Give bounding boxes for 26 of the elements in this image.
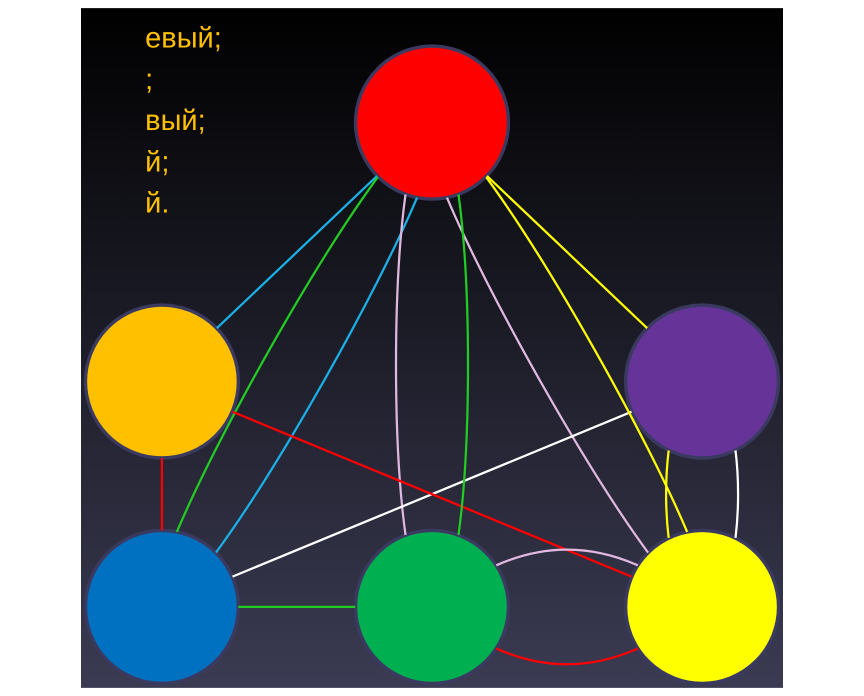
label: вый;: [145, 105, 206, 138]
label: й.: [145, 188, 170, 220]
connector: [485, 176, 688, 532]
node-circle: [354, 528, 510, 686]
node-circle: [624, 303, 780, 460]
node-circle: [624, 528, 780, 686]
connector: [216, 175, 378, 329]
connector: [176, 176, 379, 532]
connector: [496, 647, 638, 666]
connector: [160, 458, 164, 530]
connector: [446, 197, 649, 554]
node-circle: [84, 303, 240, 460]
connector: [486, 175, 648, 329]
label: й;: [145, 146, 170, 178]
label: евый;: [145, 22, 222, 55]
node-circle: [84, 528, 240, 686]
label: ;: [145, 64, 154, 96]
connector: [734, 450, 740, 538]
connector: [394, 194, 407, 536]
connector: [232, 410, 632, 578]
connector: [496, 548, 638, 566]
node-circle: [354, 44, 510, 201]
connector: [664, 450, 670, 538]
connector: [215, 197, 418, 554]
connector: [238, 606, 356, 608]
connector: [457, 194, 470, 536]
